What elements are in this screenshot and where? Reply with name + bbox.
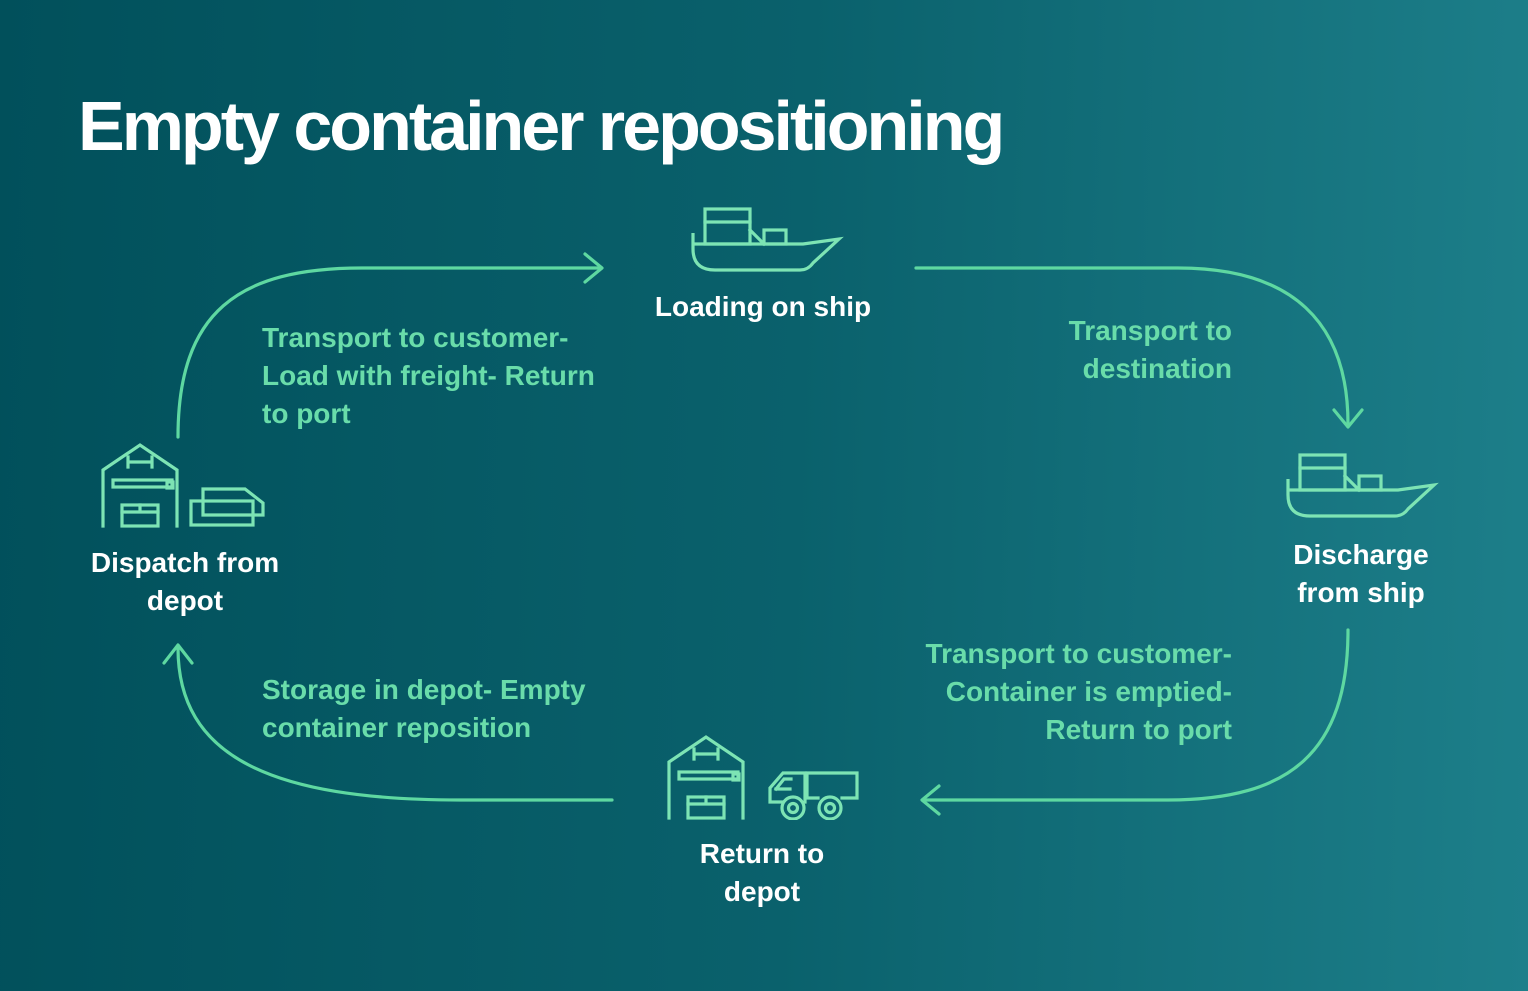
edge-label-line: container reposition [262, 712, 532, 743]
edge-label-line: Transport to customer- [262, 322, 569, 353]
edge-label-discharge-to-return: Transport to customer- Container is empt… [880, 635, 1232, 749]
node-label-dispatch-from-depot: Dispatch from depot [35, 544, 335, 620]
cargo-ship-icon [688, 201, 846, 275]
arrow-return-to-dispatch [162, 643, 614, 802]
edge-label-loading-to-discharge: Transport to destination [930, 312, 1232, 388]
edge-label-line: to port [262, 398, 351, 429]
warehouse-icon [666, 734, 746, 820]
edge-label-line: Container is emptied- [945, 676, 1232, 707]
arrow-loading-to-discharge [914, 266, 1364, 429]
container-icon [189, 487, 265, 527]
edge-label-dispatch-to-loading: Transport to customer- Load with freight… [262, 319, 595, 433]
truck-icon [768, 771, 859, 820]
edge-label-line: Transport to [1068, 315, 1232, 346]
edge-label-line: Return to port [1045, 714, 1232, 745]
node-label-discharge-from-ship: Discharge from ship [1211, 536, 1511, 612]
node-label-line: Dispatch from [90, 547, 280, 578]
node-label-line: depot [146, 585, 224, 616]
cargo-ship-icon [1283, 447, 1441, 521]
edge-label-line: Transport to customer- [925, 638, 1232, 669]
edge-label-line: Load with freight- Return [262, 360, 595, 391]
node-label-line: Return to [699, 838, 825, 869]
node-label-line: Discharge [1293, 539, 1429, 570]
edge-label-line: destination [1082, 353, 1232, 384]
arrow-discharge-to-return [920, 628, 1350, 816]
arrow-dispatch-to-loading [176, 252, 604, 439]
node-label-return-to-depot: Return to depot [612, 835, 912, 911]
node-label-loading-on-ship: Loading on ship [563, 288, 963, 326]
edge-label-line: Storage in depot- Empty [262, 674, 586, 705]
node-label-line: depot [723, 876, 801, 907]
page-title: Empty container repositioning [78, 87, 1005, 165]
node-label-line: Loading on ship [654, 291, 872, 322]
edge-label-return-to-dispatch: Storage in depot- Empty container reposi… [262, 671, 586, 747]
warehouse-icon [100, 442, 180, 528]
node-label-line: from ship [1297, 577, 1425, 608]
